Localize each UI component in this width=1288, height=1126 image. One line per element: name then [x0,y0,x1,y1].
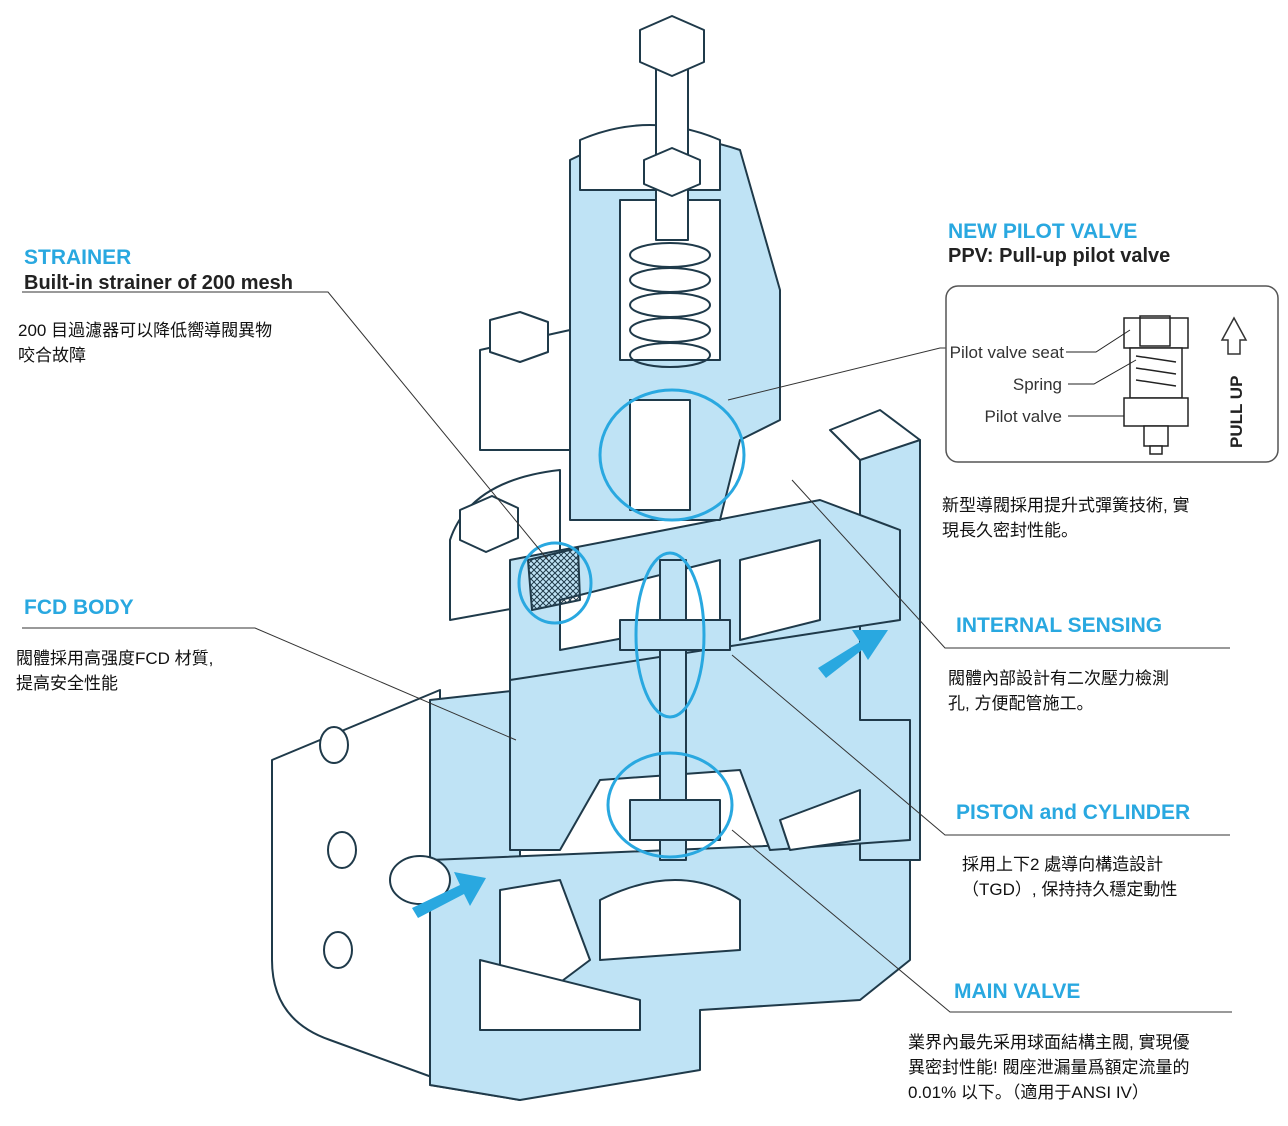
main-valve-description: 業界內最先采用球面結構主閥, 實現優 異密封性能! 閥座泄漏量爲額定流量的 0.… [908,1033,1190,1102]
valve-middle-housing [449,469,901,861]
strainer-title: STRAINER [24,246,132,269]
valve-main-body [271,409,921,1101]
piston-cylinder-description: 採用上下2 處導向構造設計 （TGD）, 保持持久穩定動性 [962,855,1178,899]
strainer-subtitle: Built-in strainer of 200 mesh [24,272,293,294]
piston-cylinder-title: PISTON and CYLINDER [956,801,1191,824]
piston-highlight [634,551,706,719]
new-pilot-valve-title: NEW PILOT VALVE [948,220,1138,243]
main-valve-title: MAIN VALVE [954,980,1081,1003]
strainer-highlight [517,541,593,625]
internal-sensing-title: INTERNAL SENSING [956,614,1163,637]
fcd-body-title: FCD BODY [24,596,134,619]
flow-arrows [412,630,888,918]
main-valve-highlight [606,751,734,859]
fcd-body-description: 閥體採用高强度FCD 材質, 提高安全性能 [16,649,214,693]
inlet-flow-arrow [412,872,486,918]
pilot-valve-inset [945,285,1279,463]
internal-sensing-description: 閥體內部設計有二次壓力檢測 孔, 方便配管施工。 [948,669,1169,713]
leader-lines [22,291,1232,1013]
pilot-valve-highlight [598,388,746,522]
valve-bonnet [479,15,781,521]
new-pilot-valve-subtitle: PPV: Pull-up pilot valve [948,245,1171,267]
new-pilot-valve-description: 新型導閥採用提升式彈簧技術, 實 現長久密封性能。 [942,496,1190,540]
highlight-circles [517,388,746,859]
outlet-flow-arrow [818,630,888,678]
strainer-description: 200 目過濾器可以降低嚮導閥異物 咬合故障 [18,321,273,365]
pull-up-arrow-icon [1220,316,1248,355]
